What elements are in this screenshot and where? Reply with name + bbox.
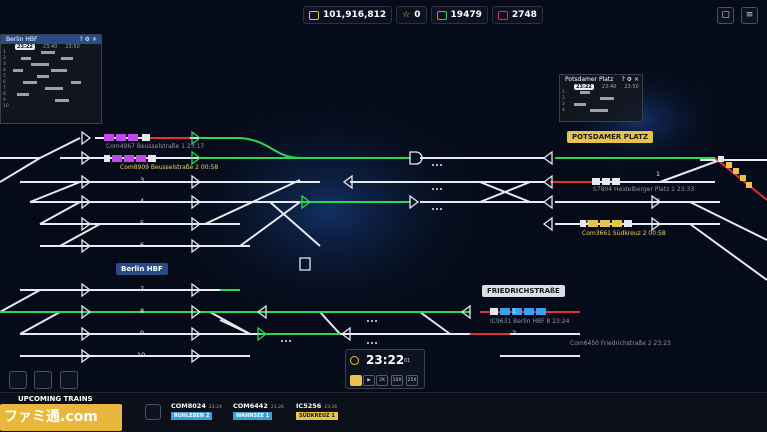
settings-button[interactable] (34, 371, 52, 389)
track-number: 3 (585, 219, 590, 227)
timetable-row: 4 (560, 108, 642, 114)
passengers-stat: 2748 (491, 6, 543, 24)
train-s7804[interactable] (592, 178, 620, 185)
speed-25x-button[interactable]: 25X (406, 375, 418, 386)
station-label-potsdamer-platz[interactable]: POTSDAMER PLATZ (567, 131, 654, 143)
train-com8909[interactable] (104, 155, 156, 162)
game-clock: 23:22 01 ▶ 3X 10X 25X (345, 349, 425, 389)
train-icon (436, 10, 447, 20)
menu-button[interactable]: ≡ (741, 7, 758, 24)
speed-10x-button[interactable]: 10X (391, 375, 403, 386)
stars-stat: ☆0 (396, 6, 427, 24)
track-map[interactable] (0, 0, 767, 392)
timetable-row: 3 (1, 62, 101, 68)
stats-bar: 101,916,812 ☆0 19479 2748 (303, 6, 543, 24)
berlin-upper-tracks (0, 137, 321, 247)
berlin-green-route (200, 137, 410, 203)
track-number: 4 (140, 197, 145, 205)
track-number: 9 (140, 329, 145, 337)
money-icon (309, 10, 319, 20)
speed-3x-button[interactable]: 3X (376, 375, 388, 386)
timetable-row: 7 (1, 86, 101, 92)
station-label-berlin-hbf[interactable]: Berlin HBF (116, 263, 168, 275)
route-tool-button[interactable] (9, 371, 27, 389)
filter-button[interactable] (145, 404, 161, 420)
schedule-button[interactable] (60, 371, 78, 389)
track-number: 7 (140, 285, 145, 293)
train-label-com8909[interactable]: Com8909 Beusselstraße 2 00:58 (120, 164, 219, 171)
track-number: 5 (140, 219, 145, 227)
train-ic9631[interactable] (490, 308, 546, 315)
timetable-row: 5 (1, 74, 101, 80)
track-number: 3 (140, 176, 145, 184)
train-label-s7804[interactable]: S7804 Heidelberger Platz 1 23:33 (593, 186, 695, 193)
timetable-row: 8 (1, 92, 101, 98)
train-com3661[interactable] (580, 220, 632, 227)
timetable-row: 2 (560, 96, 642, 102)
trains-stat: 19479 (430, 6, 488, 24)
timetable-row: 1 (1, 50, 101, 56)
timetable-row: 6 (1, 80, 101, 86)
train-approaching[interactable] (718, 156, 752, 188)
pause-button[interactable] (350, 375, 362, 386)
track-number: 6 (140, 241, 145, 249)
track-number: 10 (137, 351, 146, 359)
passenger-icon (497, 10, 508, 20)
timetable-row: 3 (560, 102, 642, 108)
timetable-row: 4 (1, 68, 101, 74)
train-label-com6450[interactable]: Com6450 Friedrichstraße 2 23:23 (570, 340, 671, 347)
money-stat: 101,916,812 (303, 6, 393, 24)
track-number: 2 (656, 197, 661, 205)
signals[interactable] (81, 130, 662, 364)
panel-controls-icon[interactable]: ? ⚙ × (621, 76, 639, 83)
timetable-row: 9 (1, 98, 101, 104)
train-label-com4967[interactable]: Com4967 Beusselstraße 1 23:17 (106, 143, 205, 150)
upcoming-trains-title: UPCOMING TRAINS (18, 395, 93, 403)
panel-controls-icon[interactable]: ? ⚙ × (79, 36, 97, 43)
potsdamer-tracks (555, 159, 767, 281)
train-label-com3661[interactable]: Com3661 Südkreuz 2 00:58 (582, 230, 666, 237)
track-number: 8 (140, 307, 145, 315)
track-number: 1 (656, 170, 661, 178)
train-com4967[interactable] (104, 134, 190, 141)
sun-icon (350, 356, 359, 365)
timetable-row: 1 (560, 90, 642, 96)
track-number: 1 (512, 307, 517, 315)
upcoming-trains-bar (0, 392, 767, 432)
train-label-ic9631[interactable]: IC9631 Berlin HBF 8 23:24 (490, 318, 570, 325)
star-icon: ☆ (402, 10, 411, 20)
play-button[interactable]: ▶ (363, 375, 375, 386)
track-number: 2 (512, 329, 517, 337)
famitsu-watermark: ファミ通.com (0, 404, 122, 431)
station-label-friedrichstrasse[interactable]: FRIEDRICHSTRAßE (482, 285, 565, 297)
map-button[interactable]: ▢ (717, 7, 734, 24)
timetable-row: 10 (3, 104, 9, 109)
timetable-row: 2 (1, 56, 101, 62)
